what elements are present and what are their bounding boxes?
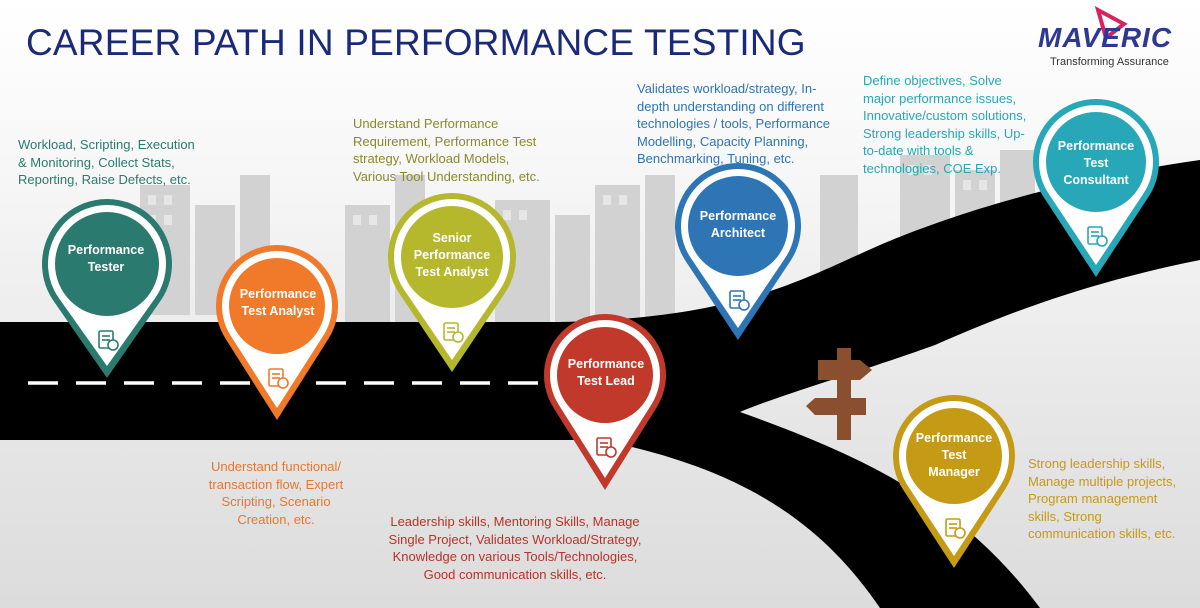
pin-head [1046,112,1146,212]
stage-description-performance-test-analyst: Understand functional/transaction flow, … [208,459,344,527]
pin-head [688,176,788,276]
logo-tagline: Transforming Assurance [1050,56,1169,68]
pin-head [906,408,1002,504]
pin-performance-test-lead [543,313,666,490]
gears-magnifier-icon [268,368,289,389]
stage-description-performance-architect: Validates workload/strategy, In-depth un… [637,81,830,166]
clipboard-clock-icon [98,330,119,351]
logo-mark-icon [1094,5,1128,42]
pin-head [229,258,325,354]
org-chart-icon [945,518,966,539]
stage-description-performance-test-lead: Leadership skills, Mentoring Skills, Man… [388,514,642,582]
pin-head [55,212,159,316]
document-search-icon [443,322,464,343]
page-title: CAREER PATH IN PERFORMANCE TESTING [26,22,806,63]
lightbulb-tools-icon [729,290,750,311]
stage-description-performance-tester: Workload, Scripting, Execution& Monitori… [18,137,195,187]
pin-head [557,327,653,423]
pin-performance-test-consultant [1033,99,1160,277]
stage-description-performance-test-manager: Strong leadership skills,Manage multiple… [1028,456,1177,541]
signpost-icon [806,348,872,440]
skyline-windows [148,165,987,225]
logo-wordmark: MAVERIC [1038,22,1173,53]
pin-performance-tester [41,199,172,378]
pin-head [401,206,503,308]
pin-performance-test-analyst [215,244,338,420]
maveric-logo: MAVERIC Transforming Assurance [1030,5,1192,72]
pin-performance-architect [675,162,802,340]
team-icon [596,437,617,458]
person-idea-icon [1087,226,1108,247]
pin-senior-performance-test-analyst [388,193,516,372]
pin-performance-test-manager [892,394,1015,568]
